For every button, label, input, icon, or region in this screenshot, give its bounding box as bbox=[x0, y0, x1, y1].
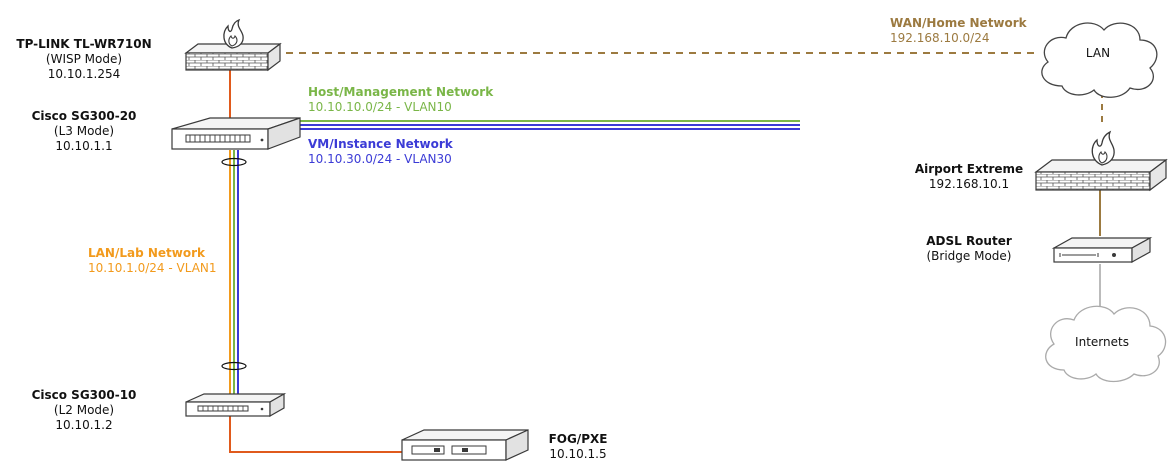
airport-name: Airport Extreme bbox=[914, 162, 1024, 176]
tplink-mode: (WISP Mode) bbox=[45, 52, 123, 66]
cisco-sg300-10-switch-icon bbox=[185, 392, 287, 418]
sg300-20-name: Cisco SG300-20 bbox=[31, 109, 137, 123]
sg300-20-mode: (L3 Mode) bbox=[53, 124, 115, 138]
lab-network-name: LAN/Lab Network bbox=[88, 246, 206, 260]
sg300-10-mode: (L2 Mode) bbox=[53, 403, 115, 417]
internet-cloud-label: Internets bbox=[1075, 335, 1129, 349]
lan-cloud-icon bbox=[1041, 22, 1158, 98]
fog-ip: 10.10.1.5 bbox=[549, 447, 607, 461]
vm-network-subnet: 10.10.30.0/24 - VLAN30 bbox=[308, 152, 452, 166]
airport-extreme-router-icon bbox=[1034, 130, 1168, 192]
tplink-ip: 10.10.1.254 bbox=[47, 67, 121, 81]
sg300-20-ip: 10.10.1.1 bbox=[55, 139, 113, 153]
wan-network-name: WAN/Home Network bbox=[890, 16, 1027, 30]
airport-ip: 192.168.10.1 bbox=[928, 177, 1010, 191]
tplink-router-icon bbox=[184, 18, 282, 72]
adsl-router-icon bbox=[1051, 236, 1153, 264]
host-network-subnet: 10.10.10.0/24 - VLAN10 bbox=[308, 100, 452, 114]
fog-pxe-server-icon bbox=[401, 429, 529, 461]
host-network-name: Host/Management Network bbox=[308, 85, 494, 99]
trunk-bundle-marker-bottom bbox=[221, 361, 247, 371]
sg300-10-to-fog-link bbox=[229, 415, 410, 453]
vm-network-name: VM/Instance Network bbox=[308, 137, 453, 151]
trunk-bundle-marker-top bbox=[221, 157, 247, 167]
fog-name: FOG/PXE bbox=[548, 432, 608, 446]
adsl-mode: (Bridge Mode) bbox=[926, 249, 1012, 263]
lan-cloud-label: LAN bbox=[1085, 46, 1111, 60]
sg300-10-ip: 10.10.1.2 bbox=[55, 418, 113, 432]
adsl-name: ADSL Router bbox=[926, 234, 1012, 248]
cisco-sg300-20-switch-icon bbox=[171, 117, 301, 150]
lab-network-subnet: 10.10.1.0/24 - VLAN1 bbox=[88, 261, 217, 275]
sg300-10-name: Cisco SG300-10 bbox=[31, 388, 137, 402]
internet-cloud-icon bbox=[1045, 305, 1167, 383]
wan-network-subnet: 192.168.10.0/24 bbox=[890, 31, 990, 45]
tplink-name: TP-LINK TL-WR710N bbox=[16, 37, 152, 51]
